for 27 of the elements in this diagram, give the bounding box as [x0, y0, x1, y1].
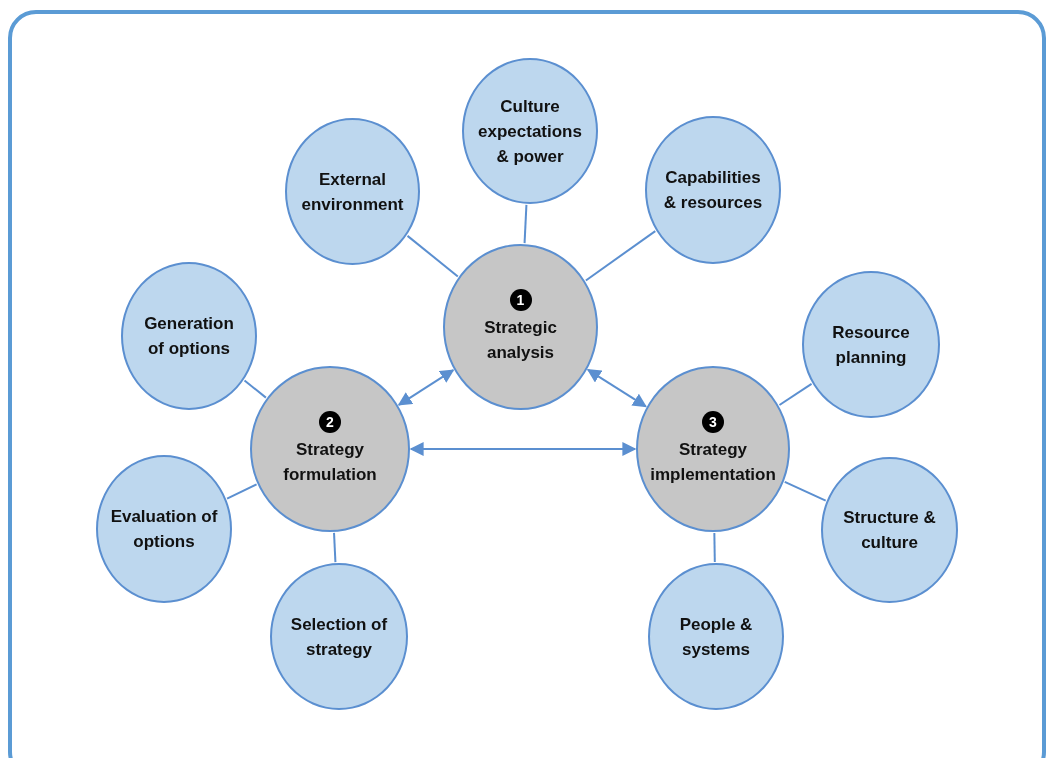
node-label: Structure & culture: [842, 507, 937, 554]
node-label: Resource planning: [831, 321, 911, 369]
step-number: 3: [702, 411, 724, 433]
connector-line: [226, 483, 258, 500]
connector-line: [584, 230, 657, 282]
node-label: Strategy formulation: [282, 439, 378, 486]
node-label: Capabilities & resources: [662, 167, 764, 214]
connector-line: [778, 382, 813, 407]
connector-line: [406, 234, 459, 278]
step-number: 2: [319, 411, 341, 433]
node-label: Culture expectations & power: [477, 95, 583, 168]
connector-line: [333, 531, 337, 564]
node-label: Strategy implementation: [650, 439, 776, 486]
node-label: Evaluation of options: [110, 506, 218, 553]
double-arrow: [586, 368, 647, 408]
double-arrow: [397, 369, 455, 406]
step-number: 1: [509, 289, 532, 311]
node-label: Generation of options: [143, 313, 235, 360]
connector-line: [243, 379, 267, 399]
node-label: Selection of strategy: [289, 613, 389, 661]
connector-line: [523, 203, 528, 245]
node-label: External environment: [300, 168, 405, 216]
double-arrow: [409, 442, 637, 456]
connector-line: [783, 480, 827, 502]
node-label: Strategic analysis: [483, 317, 558, 364]
node-label: People & systems: [678, 613, 754, 661]
connector-line: [713, 532, 716, 563]
